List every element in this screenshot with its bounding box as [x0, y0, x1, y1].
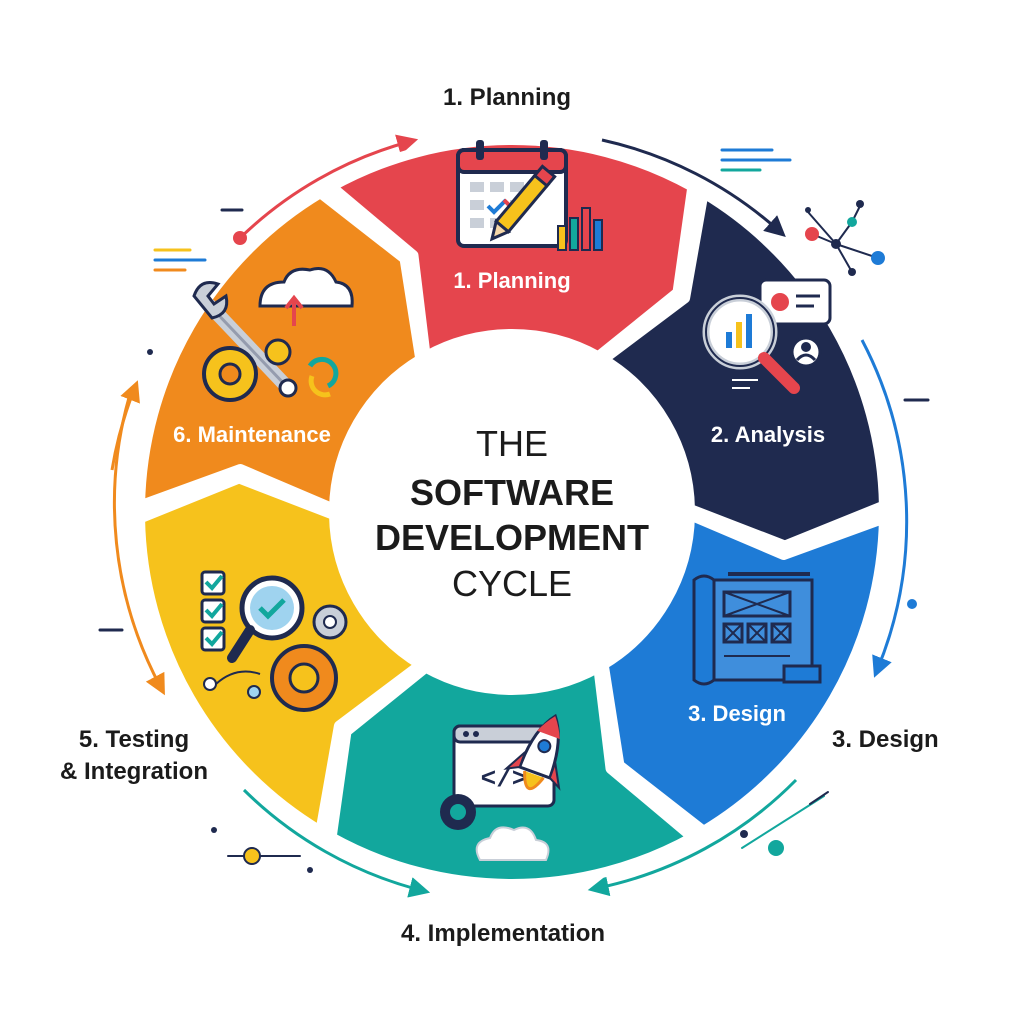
svg-text:</>: </> — [481, 764, 528, 794]
arrow-to-analysis — [601, 138, 786, 237]
connector-decor-right — [741, 791, 829, 856]
network-icon — [805, 200, 885, 276]
arrow-to-maintenance-up — [110, 380, 140, 471]
segment-label-analysis: 2. Analysis — [711, 422, 825, 447]
outer-label-design: 3. Design — [832, 726, 939, 753]
center-circle — [334, 334, 690, 690]
decor — [98, 148, 930, 873]
title-line-software: SOFTWARE — [410, 472, 614, 513]
segment-label-design: 3. Design — [688, 701, 786, 726]
arrow-dot — [233, 231, 247, 245]
magnifier-chart-user-icon — [702, 278, 832, 394]
center-title: THE SOFTWARE DEVELOPMENT CYCLE — [375, 423, 649, 604]
outer-label-testing-line2: & Integration — [60, 758, 208, 785]
calendar-pencil-chart-icon — [456, 140, 603, 251]
blueprint-wireframe-icon — [692, 572, 822, 686]
wrench-cloud-gears-icon — [192, 267, 354, 402]
outer-label-testing-line1: 5. Testing — [78, 726, 190, 753]
outer-label-implementation: 4. Implementation — [401, 920, 606, 947]
arrow-to-design — [860, 339, 909, 678]
segment-label-maintenance: 6. Maintenance — [173, 422, 331, 447]
title-line-cycle: CYCLE — [452, 563, 572, 604]
outer-label-testing: 5. Testing & Integration — [60, 724, 208, 788]
checklist-magnifier-gears-icon — [200, 570, 348, 712]
outer-label-planning: 1. Planning — [443, 84, 572, 111]
arrow-to-implementation-right — [587, 778, 798, 897]
title-line-development: DEVELOPMENT — [375, 517, 649, 558]
arrow-to-planning — [238, 134, 419, 240]
connector-decor-left — [227, 847, 301, 865]
title-line-the: THE — [476, 423, 548, 464]
arrow-to-implementation-left — [242, 788, 431, 898]
outer-arrows — [110, 134, 909, 898]
code-window-rocket-icon: </> — [440, 713, 561, 861]
segment-label-planning: 1. Planning — [453, 268, 570, 293]
